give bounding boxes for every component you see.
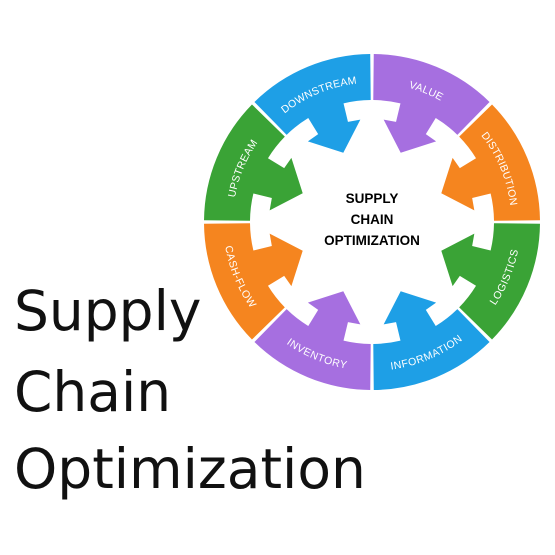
segment-arrow-logistics — [441, 223, 540, 340]
segment-distribution: DISTRIBUTION — [441, 104, 540, 221]
segment-inventory: INVENTORY — [254, 291, 371, 390]
segment-arrow-cash-flow — [204, 223, 303, 340]
center-line-2: CHAIN — [351, 212, 394, 227]
title-line-chain: Chain — [14, 360, 172, 424]
segment-arrow-inventory — [254, 291, 371, 390]
center-line-1: SUPPLY — [346, 191, 399, 206]
segment-arrow-distribution — [441, 104, 540, 221]
segment-logistics: LOGISTICS — [441, 223, 540, 340]
segment-arrow-information — [373, 291, 490, 390]
center-line-3: OPTIMIZATION — [324, 233, 420, 248]
title-line-supply: Supply — [14, 279, 202, 343]
wheel-segments: VALUEDISTRIBUTIONLOGISTICSINFORMATIONINV… — [204, 54, 540, 390]
segment-upstream: UPSTREAM — [204, 104, 303, 221]
segment-arrow-upstream — [204, 104, 303, 221]
segment-cash-flow: CASH-FLOW — [204, 223, 303, 340]
title-line-optimization: Optimization — [14, 437, 366, 501]
segment-arrow-downstream — [254, 54, 371, 153]
segment-arrow-value — [373, 54, 490, 153]
segment-value: VALUE — [373, 54, 490, 153]
segment-information: INFORMATION — [373, 291, 490, 390]
segment-downstream: DOWNSTREAM — [254, 54, 371, 153]
wheel-center: SUPPLY CHAIN OPTIMIZATION — [324, 191, 420, 248]
